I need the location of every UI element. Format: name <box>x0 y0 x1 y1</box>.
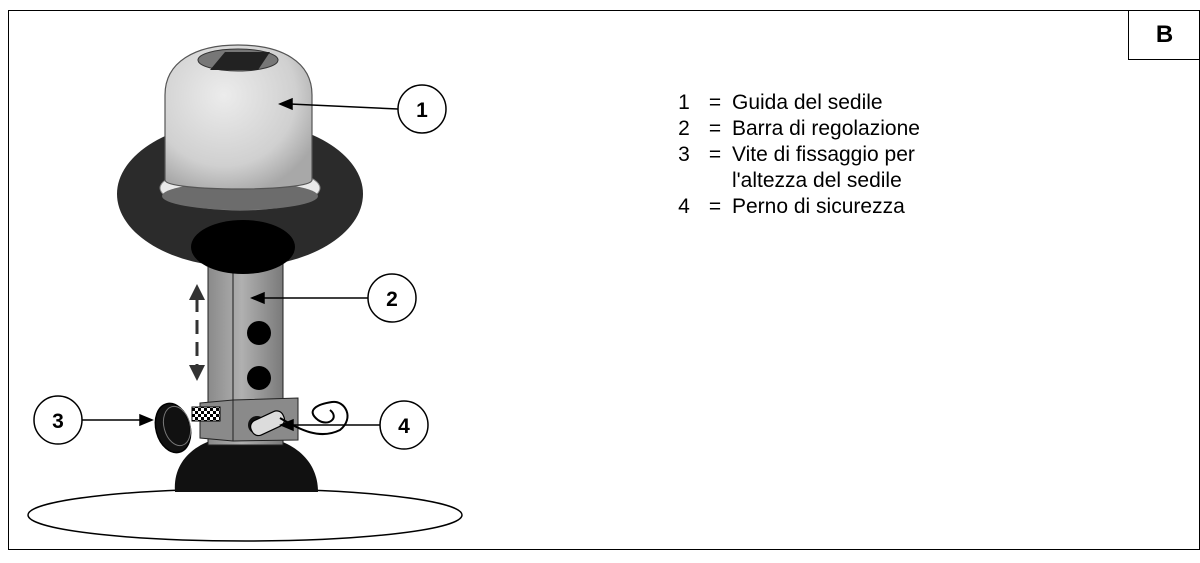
callout-3: 3 <box>33 395 83 445</box>
base-hub <box>174 435 318 492</box>
callout-4-label: 4 <box>398 415 410 438</box>
legend-item: 3=Vite di fissaggio per l'altezza del se… <box>678 143 915 192</box>
base-plate <box>27 488 463 542</box>
callout-1-label: 1 <box>416 99 428 122</box>
section-label: B <box>1128 10 1200 60</box>
callout-2-label: 2 <box>386 288 398 311</box>
callout-2: 2 <box>367 273 417 323</box>
fixing-screw <box>154 402 221 454</box>
legend-item: 2=Barra di regolazione <box>678 117 920 140</box>
callout-4: 4 <box>379 400 429 450</box>
legend-item: 4=Perno di sicurezza <box>678 195 905 218</box>
callout-1: 1 <box>397 84 447 134</box>
height-adjust-arrow <box>189 284 205 381</box>
safety-pin <box>250 400 349 437</box>
seat-guide-dome <box>164 44 313 190</box>
callout-arrows <box>82 97 399 432</box>
callout-3-label: 3 <box>52 410 64 433</box>
legend-item: 1=Guida del sedile <box>678 91 883 114</box>
legend: 1=Guida del sedile 2=Barra di regolazion… <box>670 90 920 220</box>
